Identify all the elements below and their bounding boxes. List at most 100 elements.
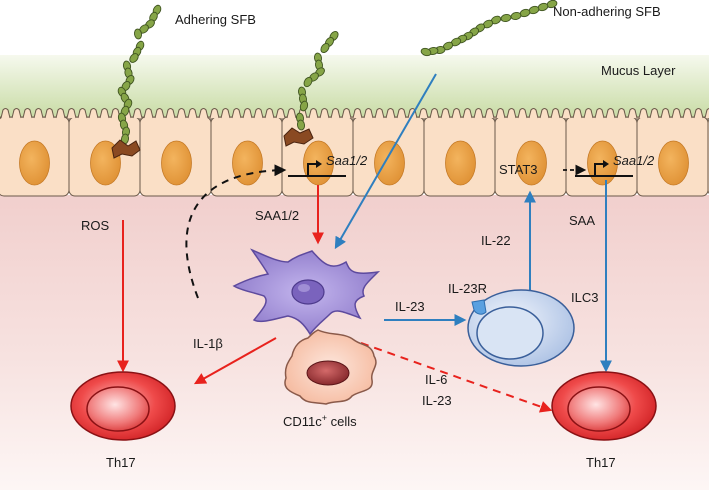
microvillus <box>44 108 55 119</box>
label-il23r: IL-23R <box>448 281 487 296</box>
label-th17-left: Th17 <box>106 455 136 470</box>
epithelial-nucleus <box>516 140 547 186</box>
label-cd11c-suffix: cells <box>327 414 357 429</box>
label-il22: IL-22 <box>481 233 511 248</box>
microvillus <box>88 108 99 119</box>
sfb-segment <box>420 47 432 57</box>
microvillus <box>451 108 462 119</box>
epithelial-nucleus <box>658 140 689 186</box>
promoter-arrow-right-icon <box>575 160 633 177</box>
microvillus <box>605 108 616 119</box>
label-saa-gene-right: Saa1/2 <box>613 153 655 168</box>
microvillus <box>99 108 110 119</box>
promoter-arrow-left-icon <box>288 160 346 177</box>
sfb-segment <box>303 76 313 88</box>
label-cd11c-cells: CD11c+ cells <box>283 413 357 429</box>
microvillus <box>55 108 66 119</box>
label-il1b: IL-1β <box>193 336 223 351</box>
sfb-segment <box>320 42 330 54</box>
microvillus <box>517 108 528 119</box>
label-il1b-beta: β <box>215 336 222 351</box>
microvillus <box>528 108 539 119</box>
microvillus <box>209 108 220 119</box>
epithelial-nucleus <box>19 140 50 186</box>
sfb-adhesion-left-icon <box>111 139 141 159</box>
th17-left-cell-icon <box>70 371 176 441</box>
arrow-nonadhering-to-dc <box>334 73 437 250</box>
microvillus <box>429 108 440 119</box>
microvillus <box>330 108 341 119</box>
microvillus <box>242 108 253 119</box>
microvillus <box>561 108 572 119</box>
label-adhering-sfb: Adhering SFB <box>175 12 256 27</box>
microvillus <box>638 108 649 119</box>
sfb-adhesion-center-icon <box>283 127 314 147</box>
sfb-segment <box>510 11 522 21</box>
microvillus <box>682 108 693 119</box>
label-th17-right: Th17 <box>586 455 616 470</box>
microvillus <box>418 108 429 119</box>
label-il23-to-ilc3: IL-23 <box>395 299 425 314</box>
arrow-cd11c-to-th17-right <box>360 342 553 413</box>
ilc3-cell-icon <box>467 289 575 367</box>
microvillus <box>572 108 583 119</box>
epithelial-nucleus <box>161 140 192 186</box>
microvillus <box>231 108 242 119</box>
epithelial-nucleus <box>445 140 476 186</box>
sfb-adhering-center-icon <box>296 31 339 131</box>
label-saa-gene-left: Saa1/2 <box>326 153 368 168</box>
sfb-segment <box>297 119 305 131</box>
microvillus <box>33 108 44 119</box>
label-ros: ROS <box>81 218 110 233</box>
microvillus <box>165 108 176 119</box>
mucus-layer <box>0 55 709 117</box>
label-cd11c-prefix: CD11c <box>283 414 322 429</box>
label-stat3: STAT3 <box>499 162 538 177</box>
microvillus <box>704 108 709 119</box>
microvillus <box>308 108 319 119</box>
label-ilc3: ILC3 <box>571 290 598 305</box>
microvillus <box>319 108 330 119</box>
microvillus <box>660 108 671 119</box>
microvillus <box>176 108 187 119</box>
microvillus <box>550 108 561 119</box>
microvillus <box>627 108 638 119</box>
th17-right-cell-icon <box>551 371 657 441</box>
microvillus <box>264 108 275 119</box>
sfb-segment <box>134 28 142 40</box>
microvillus <box>539 108 550 119</box>
label-mucus-layer: Mucus Layer <box>601 63 676 78</box>
microvillus <box>462 108 473 119</box>
microvillus <box>594 108 605 119</box>
sfb-group <box>117 0 558 145</box>
microvillus <box>275 108 286 119</box>
microvillus <box>495 108 506 119</box>
arrow-cd11c-to-th17-left <box>193 337 277 385</box>
microvillus <box>473 108 484 119</box>
microvillus <box>616 108 627 119</box>
label-il23-lower: IL-23 <box>422 393 452 408</box>
label-il6: IL-6 <box>425 372 447 387</box>
microvillus <box>154 108 165 119</box>
microvillus <box>132 108 143 119</box>
microvillus <box>484 108 495 119</box>
microvillus <box>693 108 704 119</box>
microvillus <box>506 108 517 119</box>
microvillus <box>649 108 660 119</box>
label-non-adhering-sfb: Non-adhering SFB <box>553 4 661 19</box>
microvillus <box>187 108 198 119</box>
microvillus <box>66 108 77 119</box>
microvillus <box>374 108 385 119</box>
epithelial-nucleus <box>374 140 405 186</box>
microvillus <box>22 108 33 119</box>
microvillus <box>143 108 154 119</box>
label-il1b-prefix: IL-1 <box>193 336 215 351</box>
microvillus <box>671 108 682 119</box>
microvillus <box>11 108 22 119</box>
microvillus <box>583 108 594 119</box>
dendritic-cell-icon <box>232 248 381 336</box>
microvillus <box>253 108 264 119</box>
label-cd11c-plus: + <box>322 413 327 423</box>
